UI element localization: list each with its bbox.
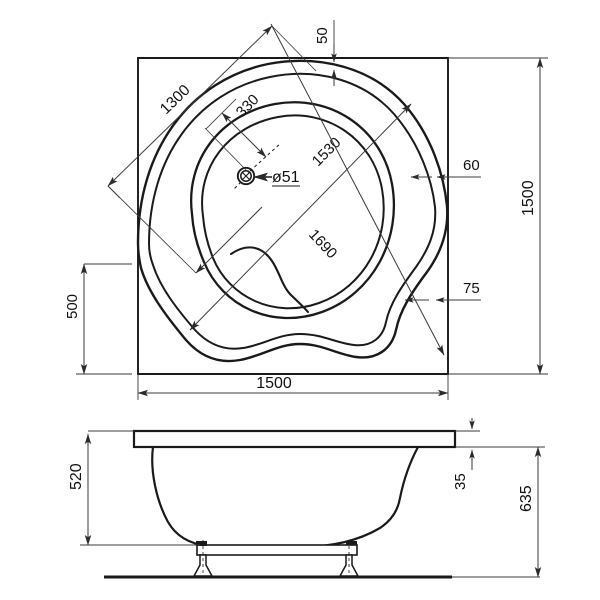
label-500: 500	[64, 294, 81, 319]
support-frame	[196, 544, 358, 556]
label-35: 35	[452, 473, 469, 490]
label-635: 635	[518, 485, 535, 512]
label-d51: ø51	[272, 169, 300, 186]
leg-centre-lines	[202, 540, 350, 578]
label-75: 75	[463, 280, 480, 297]
dim-1300-ext-c	[271, 25, 317, 72]
frame-bracket-right	[346, 541, 357, 545]
label-50: 50	[314, 27, 331, 44]
label-520: 520	[68, 463, 85, 490]
label-1500-vertical: 1500	[520, 180, 537, 216]
dim-1690-aux2	[160, 178, 452, 358]
dim-1300-ext-b	[107, 185, 197, 274]
label-1500-horizontal: 1500	[256, 375, 292, 392]
elevation-view: 520 35 635	[68, 418, 545, 579]
dim-1530-line	[189, 103, 412, 331]
tub-rim	[132, 429, 457, 449]
frame-bracket-left	[196, 541, 207, 546]
label-60: 60	[463, 157, 480, 174]
tub-body-profile	[151, 446, 419, 549]
